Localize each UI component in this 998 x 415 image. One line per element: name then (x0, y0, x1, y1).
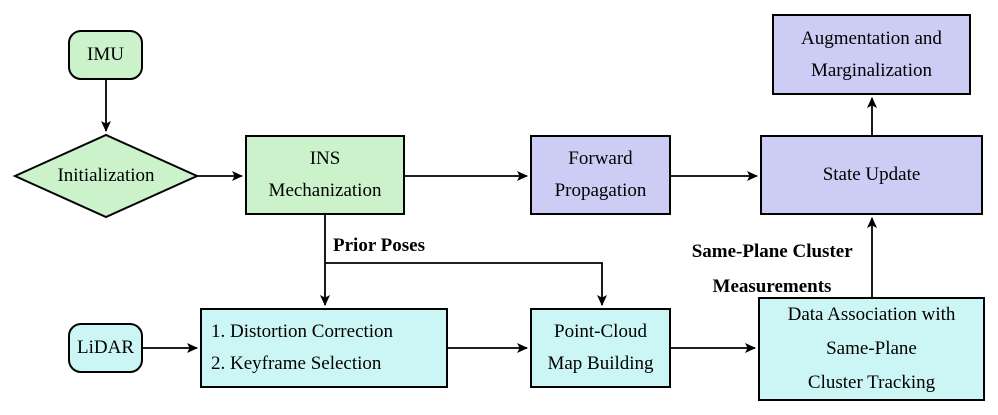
edge-label-prior-poses: Prior Poses (333, 235, 425, 256)
node-state-update: State Update (760, 135, 983, 215)
edge-label-same-plane-line2: Measurements (712, 276, 832, 297)
arrow-prior-poses-branch-to-map-building (325, 262, 607, 306)
node-data-association: Data Association with Same-Plane Cluster… (758, 297, 985, 401)
node-data-association-line1: Data Association with (787, 304, 956, 325)
node-data-association-line2: Same-Plane (826, 338, 917, 359)
node-ins-mechanization-line2: Mechanization (268, 180, 382, 201)
node-initialization-label: Initialization (57, 165, 155, 186)
node-point-cloud-line2: Map Building (547, 353, 654, 374)
node-state-update-label: State Update (822, 164, 921, 185)
node-data-association-line3: Cluster Tracking (807, 372, 936, 393)
node-initialization: Initialization (15, 135, 197, 217)
node-preprocessing-line2: 2. Keyframe Selection (211, 353, 382, 374)
node-preprocessing: 1. Distortion Correction 2. Keyframe Sel… (200, 308, 448, 388)
node-imu: IMU (68, 30, 143, 80)
node-point-cloud-map-building: Point-Cloud Map Building (530, 308, 671, 388)
edge-label-same-plane-line1: Same-Plane Cluster (691, 241, 853, 262)
node-point-cloud-line1: Point-Cloud (554, 321, 647, 342)
node-augmentation-marginalization: Augmentation and Marginalization (772, 14, 971, 95)
node-forward-propagation: Forward Propagation (530, 135, 671, 215)
node-ins-mechanization-line1: INS (309, 148, 341, 169)
node-augmentation-line2: Marginalization (810, 59, 932, 81)
node-augmentation-line1: Augmentation and (801, 27, 942, 49)
node-forward-propagation-line2: Propagation (554, 180, 647, 201)
node-preprocessing-line1: 1. Distortion Correction (211, 321, 394, 342)
node-ins-mechanization: INS Mechanization (245, 135, 405, 215)
node-imu-label: IMU (87, 44, 124, 65)
node-forward-propagation-line1: Forward (568, 148, 633, 169)
node-lidar: LiDAR (68, 323, 143, 373)
edge-label-same-plane-cluster-measurements: Same-Plane Cluster Measurements (662, 234, 882, 304)
node-lidar-label: LiDAR (77, 337, 134, 358)
